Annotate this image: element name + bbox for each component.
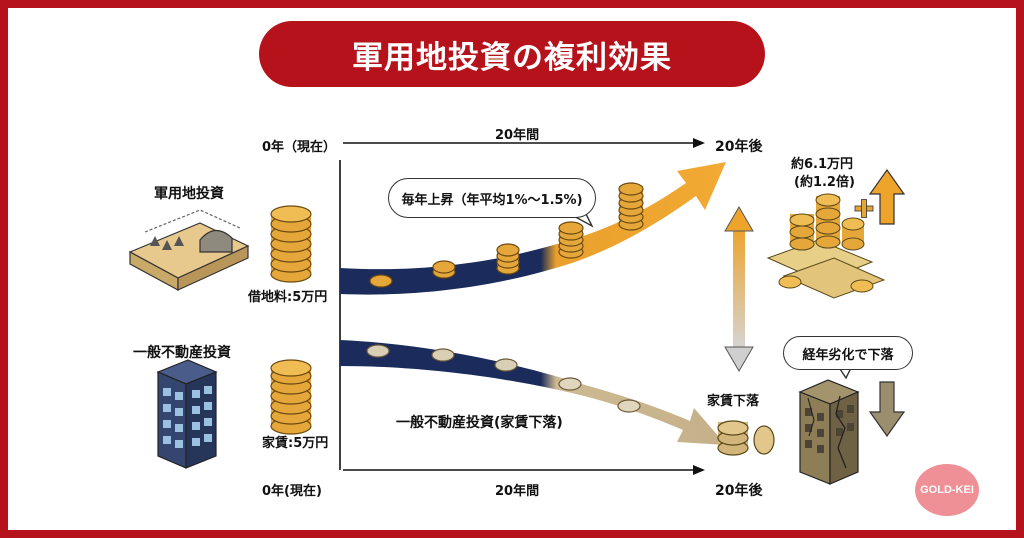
brand-logo: GOLD-KEI <box>915 464 979 516</box>
military-rent-label: 借地料:5万円 <box>248 290 328 305</box>
timeline-middle-bottom: 20年間 <box>495 484 540 499</box>
timeline-end-top: 20年後 <box>715 139 763 155</box>
timeline-end-bottom: 20年後 <box>715 483 763 499</box>
page-title: 軍用地投資の複利効果 <box>259 21 765 87</box>
annual-increase-bubble: 毎年上昇（年平均1%〜1.5%) <box>388 178 596 218</box>
military-result-amount: 約6.1万円 <box>791 157 854 172</box>
up-arrow-icon <box>868 168 906 225</box>
general-path-label: 一般不動産投資(家賃下落) <box>396 415 563 431</box>
military-land-illustration <box>128 209 250 292</box>
coin-stack-general <box>270 359 312 435</box>
general-rent-label: 家賃:5万円 <box>262 436 329 451</box>
down-arrow-icon <box>868 381 906 438</box>
double-arrow-icon <box>724 206 754 372</box>
plus-icon <box>854 199 874 218</box>
damaged-building-illustration <box>798 379 860 485</box>
military-result-ratio: (約1.2倍) <box>794 175 855 190</box>
general-heading: 一般不動産投資 <box>133 345 231 361</box>
timeline-middle-top: 20年間 <box>495 128 540 143</box>
coin-steps-falling <box>366 344 641 413</box>
falling-income-arrow <box>340 340 726 445</box>
bottom-timeline-arrow <box>343 465 705 475</box>
fallen-coins-illustration <box>717 420 775 456</box>
deterioration-bubble: 経年劣化で下落 <box>783 336 913 370</box>
coin-steps-rising <box>369 182 644 288</box>
military-heading: 軍用地投資 <box>154 186 224 202</box>
general-result-label: 家賃下落 <box>707 394 760 409</box>
top-timeline-arrow <box>343 138 705 148</box>
money-pile-illustration <box>766 193 886 299</box>
timeline-start-top: 0年（現在） <box>262 140 337 155</box>
coin-stack-military <box>270 205 312 283</box>
apartment-building-illustration <box>156 359 218 469</box>
timeline-start-bottom: 0年(現在) <box>262 484 322 499</box>
